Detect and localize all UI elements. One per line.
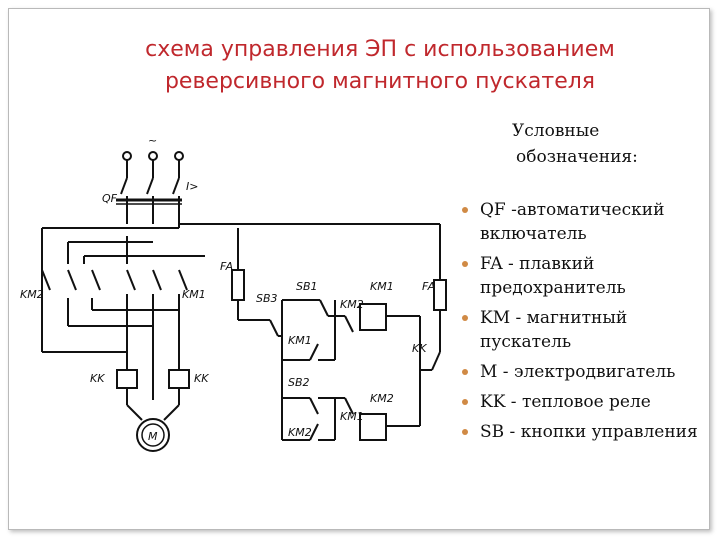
terminal-l3	[174, 151, 184, 161]
label-sb3: SB3	[256, 292, 278, 305]
thermal-relay-right	[168, 369, 190, 389]
terminal-l1	[122, 151, 132, 161]
fuse-left	[231, 269, 245, 301]
thermal-relay-left	[116, 369, 138, 389]
label-km1-aux: KM1	[288, 334, 312, 347]
label-km1-coil: KM1	[370, 280, 394, 293]
km1-coil	[359, 303, 387, 331]
title-line-2: реверсивного магнитного пускателя	[164, 69, 596, 94]
legend-heading: Условные обозначения:	[512, 118, 672, 170]
qf-breaker	[116, 177, 182, 224]
legend-heading-line-1: Условные	[512, 121, 600, 141]
label-kk-control: KK	[412, 342, 427, 355]
label-km2-main: KM2	[20, 288, 44, 301]
label-fa-left: FA	[220, 260, 233, 273]
fuse-right	[433, 279, 447, 311]
legend-list: QF -автоматический включатель FA - плавк…	[462, 198, 712, 450]
label-kk-left: KK	[90, 372, 105, 385]
km2-coil	[359, 413, 387, 441]
legend-heading-line-2: обозначения:	[516, 147, 638, 167]
legend-item: QF -автоматический включатель	[462, 198, 712, 246]
label-sb2: SB2	[288, 376, 310, 389]
legend-item: KM - магнитный пускатель	[462, 306, 712, 354]
slide-title: схема управления ЭП с использованием рев…	[60, 34, 700, 98]
label-km2-aux-low: KM2	[370, 392, 394, 405]
label-i-gt: I>	[186, 180, 198, 193]
terminal-l2	[148, 151, 158, 161]
legend-item: SB - кнопки управления	[462, 420, 712, 444]
km1-main-contacts	[126, 269, 188, 291]
label-sb1: SB1	[296, 280, 318, 293]
legend-item: M - электродвигатель	[462, 360, 712, 384]
label-fa-right: FA	[422, 280, 435, 293]
circuit-schematic: QF I> ~ KM2 KM1 KK KK M FA FA SB3 SB1 KM…	[20, 134, 447, 452]
label-tilde: ~	[148, 134, 157, 147]
label-qf: QF	[102, 192, 118, 205]
motor	[136, 418, 170, 452]
label-km2-aux-top: KM2	[340, 298, 364, 311]
legend-item: KK - тепловое реле	[462, 390, 712, 414]
km2-main-contacts	[41, 269, 101, 291]
label-motor: M	[148, 430, 158, 443]
label-km1-main: KM1	[182, 288, 206, 301]
slide-frame	[8, 8, 710, 530]
label-km2-coil: KM2	[288, 426, 312, 439]
label-kk-right: KK	[194, 372, 209, 385]
legend-item: FA - плавкий предохранитель	[462, 252, 712, 300]
title-line-1: схема управления ЭП с использованием	[145, 37, 615, 62]
label-km1-aux-low: KM1	[340, 410, 364, 423]
